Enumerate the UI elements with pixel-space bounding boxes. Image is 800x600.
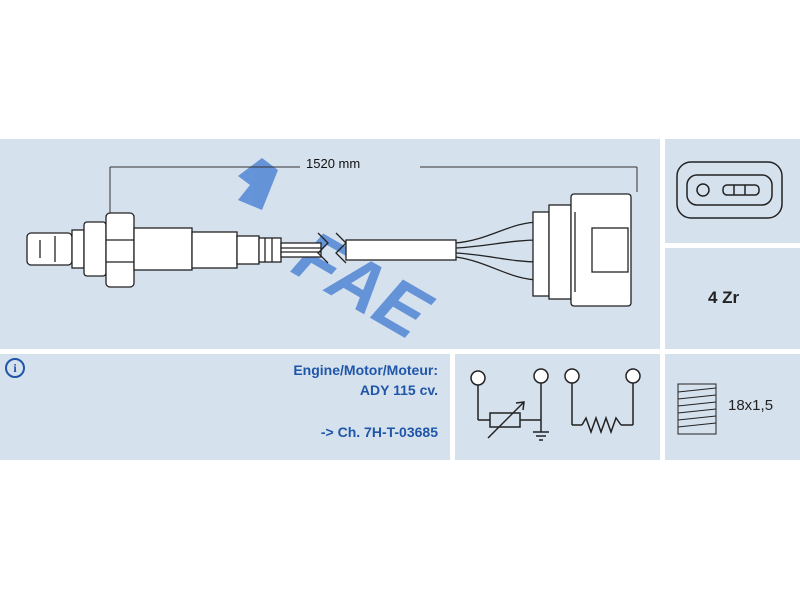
- wire-count-label: 4 Zr: [708, 288, 740, 307]
- engine-value: ADY 115 cv.: [359, 382, 438, 398]
- engine-label: Engine/Motor/Moteur:: [293, 362, 438, 378]
- wiring-schematic-icon: [470, 368, 641, 441]
- connector-plug-icon: [676, 161, 783, 219]
- thread-panel: [665, 354, 800, 460]
- schematic-panel: [455, 354, 660, 460]
- thread-icon: [677, 383, 717, 435]
- lambda-sensor: [26, 193, 632, 307]
- wire-count-panel: [665, 248, 800, 349]
- cable-length-label: 1520 mm: [300, 156, 367, 171]
- thread-size-label: 18x1,5: [728, 397, 774, 414]
- engine-info-panel: [0, 354, 450, 460]
- chassis-label: -> Ch. 7H-T-03685: [320, 424, 438, 440]
- info-icon: i: [5, 358, 25, 378]
- svg-text:FAE: FAE: [281, 216, 444, 356]
